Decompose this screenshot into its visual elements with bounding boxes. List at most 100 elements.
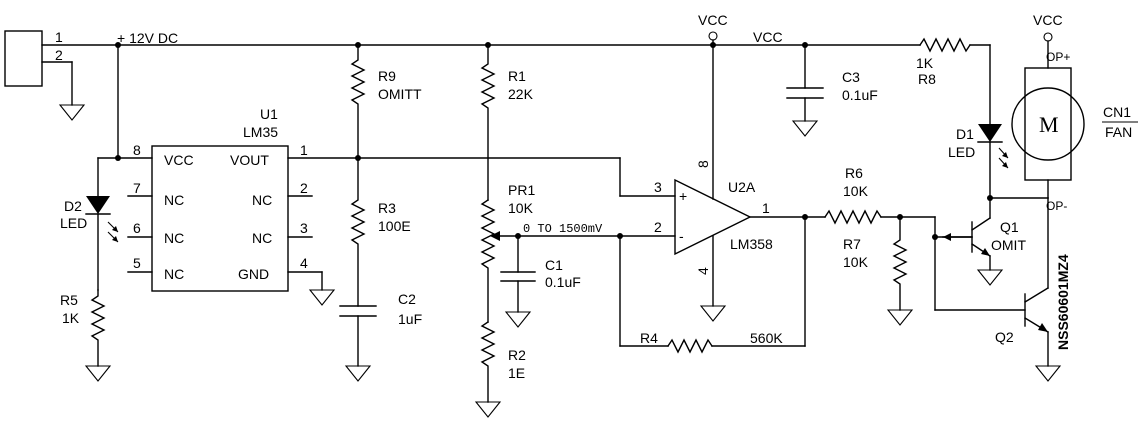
r3-value: 100E: [378, 218, 411, 234]
fan-op-minus: OP-: [1046, 199, 1067, 213]
r8-ref: R8: [918, 71, 936, 87]
u1-pin1-num: 1: [300, 142, 308, 158]
u2a-pin4: 4: [695, 267, 711, 275]
q2-part: NSS60601MZ4: [1055, 254, 1071, 350]
fan-name: FAN: [1105, 124, 1132, 140]
u1-pin4-name: GND: [238, 266, 269, 282]
resistor-r2: R2 1E: [474, 321, 526, 418]
supply-12v-label: + 12V DC: [117, 30, 178, 46]
potentiometer-pr1: PR1 10K 0 TO 1500mV: [480, 182, 621, 323]
capacitor-c1: C1 0.1uF: [500, 235, 581, 328]
r3-ref: R3: [378, 200, 396, 216]
resistor-r6: R6 10K: [824, 165, 936, 225]
resistor-r5: R5 1K: [60, 289, 112, 382]
u1-pin5-num: 5: [133, 255, 141, 271]
u1-pin6-name: NC: [164, 230, 184, 246]
c3-ref: C3: [842, 69, 860, 85]
u2a-part: LM358: [730, 236, 773, 252]
r4-value: 560K: [750, 330, 783, 346]
u1-pin3-num: 3: [300, 220, 308, 236]
u1-pin7-num: 7: [133, 180, 141, 196]
lm35-supply-wiring: [97, 44, 153, 197]
capacitor-c3: C3 0.1uF: [786, 44, 878, 137]
u1-pin7-name: NC: [164, 192, 184, 208]
led-d1: D1 LED: [948, 124, 1009, 199]
r8-value: 1K: [916, 55, 934, 71]
fan-op-plus: OP+: [1046, 50, 1070, 64]
vcc-terminal-fan: [1043, 32, 1053, 42]
r5-value: 1K: [62, 310, 80, 326]
u2a-pin2: 2: [654, 219, 662, 235]
vcc-terminal-opamp: [708, 31, 718, 41]
d1-ref: D1: [956, 126, 974, 142]
fan-ref: CN1: [1103, 104, 1131, 120]
connector-j1: 1 2 + 12V DC: [4, 29, 178, 121]
connector-pin2-label: 2: [55, 47, 63, 63]
vcc-label-opamp: VCC: [698, 12, 728, 28]
u1-ref: U1: [260, 106, 278, 122]
c3-value: 0.1uF: [842, 87, 878, 103]
u1-pin1-name: VOUT: [230, 152, 269, 168]
r9-ref: R9: [378, 68, 396, 84]
r2-value: 1E: [508, 365, 525, 381]
c2-ref: C2: [398, 291, 416, 307]
u1-pin4-num: 4: [300, 255, 308, 271]
u2a-pin3: 3: [654, 179, 662, 195]
u2a-ref: U2A: [728, 179, 756, 195]
r5-ref: R5: [60, 292, 78, 308]
opamp-u2a-lm358: + - 3 2 8 4 1 U2A LM358: [617, 44, 826, 347]
capacitor-c2: C2 1uF: [339, 291, 422, 382]
u2a-minus-sign: -: [679, 228, 684, 244]
led-d2: D2 LED: [60, 196, 119, 291]
r2-ref: R2: [508, 347, 526, 363]
pr1-range: 0 TO 1500mV: [523, 222, 603, 236]
pr1-value: 10K: [508, 200, 534, 216]
u1-pin6-num: 6: [133, 220, 141, 236]
u1-part: LM35: [243, 124, 278, 140]
c1-value: 0.1uF: [545, 274, 581, 290]
transistor-q1: Q1 OMIT: [942, 195, 1049, 286]
ic-u1-lm35: U1 LM35 8 VCC 7 NC 6 NC 5 NC 1 VOUT 2 NC…: [127, 106, 359, 306]
vcc-rail: VCC VCC: [698, 12, 921, 48]
u1-pin5-name: NC: [164, 266, 184, 282]
vcc-label-fan: VCC: [1033, 12, 1063, 28]
u1-pin8-name: VCC: [164, 152, 194, 168]
r6-ref: R6: [845, 165, 863, 181]
resistor-r8: 1K R8: [916, 37, 991, 125]
supply-rail-12v: [115, 42, 716, 48]
u2a-pin1: 1: [762, 200, 770, 216]
connector-pin1-label: 1: [55, 29, 63, 45]
resistor-r4: R4 560K: [619, 216, 806, 354]
r4-ref: R4: [640, 330, 658, 346]
motor-letter: M: [1039, 112, 1059, 137]
d2-type: LED: [60, 215, 87, 231]
r1-value: 22K: [508, 86, 534, 102]
u1-pin2-name: NC: [252, 192, 272, 208]
r6-value: 10K: [843, 183, 869, 199]
q1-ref: Q1: [1000, 219, 1019, 235]
c1-ref: C1: [545, 257, 563, 273]
u2a-pin8: 8: [695, 160, 711, 168]
q1-value: OMIT: [991, 237, 1026, 253]
u1-pin3-name: NC: [252, 230, 272, 246]
vcc-label-rail: VCC: [753, 29, 783, 45]
d1-type: LED: [948, 144, 975, 160]
resistor-r1: R1 22K: [480, 44, 534, 201]
u1-pin2-num: 2: [300, 180, 308, 196]
q2-ref: Q2: [995, 329, 1014, 345]
resistor-r9: R9 OMITT: [350, 44, 422, 159]
u2a-plus-sign: +: [679, 188, 687, 204]
fan-motor-cn1: VCC M OP+ OP- CN1 FAN: [1011, 12, 1138, 213]
r9-value: OMITT: [378, 86, 422, 102]
r1-ref: R1: [508, 68, 526, 84]
resistor-r7: R7 10K: [843, 216, 914, 326]
u1-pin8-num: 8: [133, 142, 141, 158]
r7-ref: R7: [843, 236, 861, 252]
pr1-ref: PR1: [508, 182, 535, 198]
resistor-r3: R3 100E: [350, 157, 411, 307]
c2-value: 1uF: [398, 311, 422, 327]
transistor-q2: Q2 NSS60601MZ4: [995, 197, 1071, 382]
r7-value: 10K: [843, 254, 869, 270]
d2-ref: D2: [64, 198, 82, 214]
